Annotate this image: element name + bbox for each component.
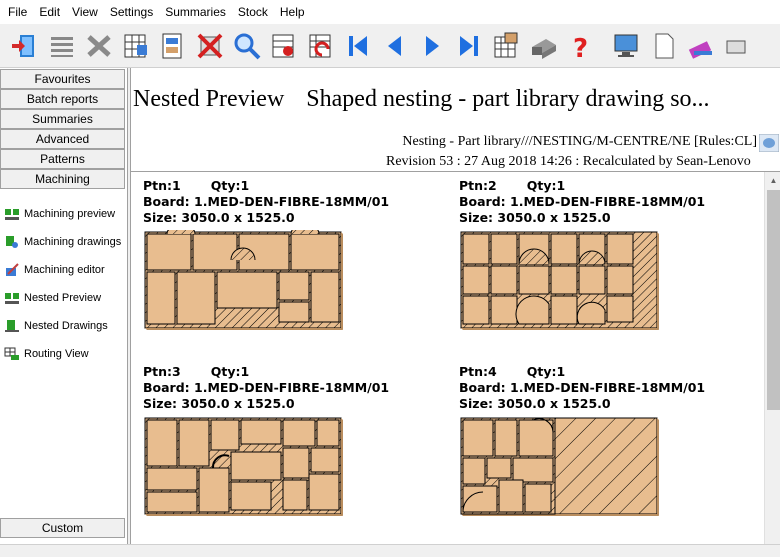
link-label: Nested Drawings	[24, 320, 108, 332]
help-icon[interactable]: ?	[563, 29, 597, 63]
more-icon[interactable]	[721, 29, 755, 63]
link-label: Machining drawings	[24, 236, 122, 248]
ptn-label: Ptn:2	[459, 178, 497, 193]
tab-batch-reports[interactable]: Batch reports	[0, 89, 125, 109]
menu-stock[interactable]: Stock	[237, 5, 268, 19]
link-label: Nested Preview	[24, 292, 102, 304]
export-icon[interactable]	[304, 29, 338, 63]
machining-editor-icon	[6, 263, 19, 276]
info-icon[interactable]	[759, 134, 779, 152]
print-preview-icon[interactable]	[267, 29, 301, 63]
machining-drawings-icon	[6, 236, 18, 248]
scroll-up-icon[interactable]: ▲	[769, 176, 778, 185]
pattern-card: Ptn:3 Qty:1 Board: 1.MED-DEN-FIBRE-18MM/0…	[143, 364, 443, 544]
link-machining-drawings[interactable]: Machining drawings	[0, 228, 125, 256]
next-page-icon[interactable]	[415, 29, 449, 63]
menu-edit[interactable]: Edit	[39, 5, 61, 19]
menu-summaries[interactable]: Summaries	[165, 5, 226, 19]
qty-label: Qty:1	[210, 178, 250, 193]
pattern-info: Ptn:3 Qty:1 Board: 1.MED-DEN-FIBRE-18MM/0…	[143, 364, 443, 412]
size-label: Size: 3050.0 x 1525.0	[459, 210, 611, 225]
grid-edit-icon[interactable]	[119, 29, 153, 63]
list-icon[interactable]	[45, 29, 79, 63]
link-label: Routing View	[24, 348, 89, 360]
qty-label: Qty:1	[526, 364, 566, 379]
pattern-card: Ptn:1 Qty:1 Board: 1.MED-DEN-FIBRE-18MM/0…	[143, 178, 443, 363]
menu-bar: File Edit View Settings Summaries Stock …	[0, 0, 780, 24]
tools-icon[interactable]	[684, 29, 718, 63]
qty-label: Qty:1	[526, 178, 566, 193]
svg-text:?: ?	[573, 34, 588, 61]
menu-file[interactable]: File	[8, 5, 28, 19]
tab-patterns[interactable]: Patterns	[0, 149, 125, 169]
toolbar: ?	[0, 24, 780, 68]
ptn-label: Ptn:4	[459, 364, 497, 379]
qty-label: Qty:1	[210, 364, 250, 379]
nested-preview-icon	[5, 293, 19, 304]
report-header: Nested Preview Shaped nesting - part libr…	[131, 68, 780, 172]
tab-machining[interactable]: Machining	[0, 169, 125, 189]
pattern-card: Ptn:4 Qty:1 Board: 1.MED-DEN-FIBRE-18MM/0…	[459, 364, 759, 544]
nested-drawings-icon	[5, 320, 19, 332]
first-page-icon[interactable]	[341, 29, 375, 63]
routing-view-icon	[4, 347, 19, 360]
size-label: Size: 3050.0 x 1525.0	[459, 396, 611, 411]
tab-advanced[interactable]: Advanced	[0, 129, 125, 149]
ptn-label: Ptn:3	[143, 364, 181, 379]
link-nested-preview[interactable]: Nested Preview	[0, 284, 125, 312]
cancel-calc-icon[interactable]	[193, 29, 227, 63]
size-label: Size: 3050.0 x 1525.0	[143, 396, 295, 411]
link-machining-editor[interactable]: Machining editor	[0, 256, 125, 284]
nesting-sheet-3[interactable]	[143, 416, 343, 518]
exit-icon[interactable]	[8, 29, 42, 63]
tab-custom[interactable]: Custom	[0, 518, 125, 538]
subtitle-text: Shaped nesting - part library drawing so…	[306, 86, 710, 112]
nesting-path: Nesting - Part library///NESTING/M-CENTR…	[402, 134, 757, 149]
page-title: Nested Preview Shaped nesting - part libr…	[133, 86, 710, 113]
revision-line: Revision 53 : 27 Aug 2018 14:26 : Recalc…	[386, 154, 751, 169]
blank-page-icon[interactable]	[647, 29, 681, 63]
pattern-info: Ptn:4 Qty:1 Board: 1.MED-DEN-FIBRE-18MM/0…	[459, 364, 759, 412]
link-label: Machining editor	[24, 264, 105, 276]
report-icon[interactable]	[489, 29, 523, 63]
board-label: Board: 1.MED-DEN-FIBRE-18MM/01	[143, 380, 390, 395]
last-page-icon[interactable]	[452, 29, 486, 63]
link-label: Machining preview	[24, 208, 116, 220]
ptn-label: Ptn:1	[143, 178, 181, 193]
nesting-setup-icon[interactable]	[156, 29, 190, 63]
search-icon[interactable]	[230, 29, 264, 63]
prev-page-icon[interactable]	[378, 29, 412, 63]
monitor-icon[interactable]	[610, 29, 644, 63]
link-machining-preview[interactable]: Machining preview	[0, 200, 125, 228]
menu-help[interactable]: Help	[279, 5, 305, 19]
nesting-sheet-2[interactable]	[459, 230, 659, 332]
machining-links: Machining preview Machining drawings Mac…	[0, 200, 125, 368]
size-label: Size: 3050.0 x 1525.0	[143, 210, 295, 225]
pattern-info: Ptn:2 Qty:1 Board: 1.MED-DEN-FIBRE-18MM/0…	[459, 178, 759, 226]
menu-settings[interactable]: Settings	[109, 5, 154, 19]
machining-preview-icon	[5, 209, 19, 220]
tab-summaries[interactable]: Summaries	[0, 109, 125, 129]
title-text: Nested Preview	[133, 86, 285, 112]
nesting-sheet-1[interactable]	[143, 230, 343, 332]
vertical-scrollbar[interactable]: ▲	[764, 172, 780, 544]
board-label: Board: 1.MED-DEN-FIBRE-18MM/01	[459, 380, 706, 395]
menu-view[interactable]: View	[72, 5, 98, 19]
board-label: Board: 1.MED-DEN-FIBRE-18MM/01	[143, 194, 390, 209]
scroll-thumb[interactable]	[767, 190, 780, 410]
delete-icon[interactable]	[82, 29, 116, 63]
tab-favourites[interactable]: Favourites	[0, 69, 125, 89]
pattern-card: Ptn:2 Qty:1 Board: 1.MED-DEN-FIBRE-18MM/0…	[459, 178, 759, 363]
link-nested-drawings[interactable]: Nested Drawings	[0, 312, 125, 340]
sidebar: Favourites Batch reports Summaries Advan…	[0, 68, 128, 544]
main-panel: Nested Preview Shaped nesting - part libr…	[130, 68, 780, 544]
printer-icon[interactable]	[526, 29, 560, 63]
link-routing-view[interactable]: Routing View	[0, 340, 125, 368]
pattern-info: Ptn:1 Qty:1 Board: 1.MED-DEN-FIBRE-18MM/0…	[143, 178, 443, 226]
nesting-sheet-4[interactable]	[459, 416, 659, 518]
board-label: Board: 1.MED-DEN-FIBRE-18MM/01	[459, 194, 706, 209]
status-bar	[0, 544, 780, 557]
